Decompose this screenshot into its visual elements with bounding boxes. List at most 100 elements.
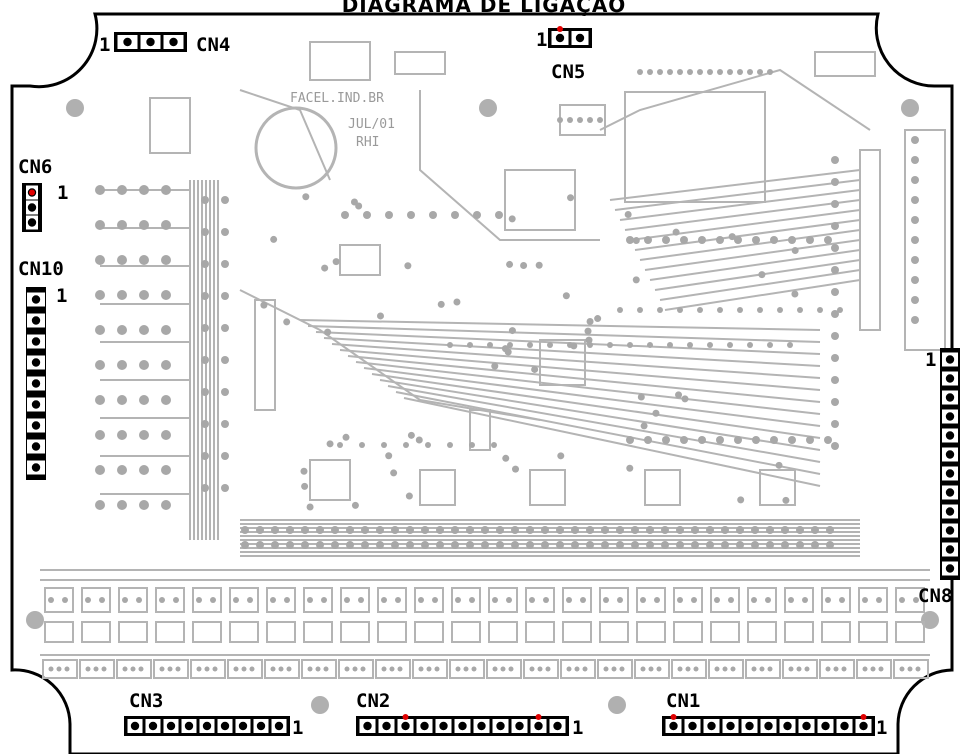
cn10-label: CN10 bbox=[18, 258, 64, 280]
cn1-pin1-label: 1 bbox=[876, 717, 888, 739]
cn1-pin-pad bbox=[707, 721, 716, 731]
cn3-pin-pad bbox=[184, 721, 194, 731]
cn10-pin-pad bbox=[31, 379, 41, 388]
cn10-pin-pad bbox=[31, 421, 41, 430]
cn2-pin-pad bbox=[515, 721, 524, 731]
cn3-pin-pad bbox=[238, 721, 248, 731]
cn3-pin-pad bbox=[256, 721, 266, 731]
cn8-pin-pad bbox=[945, 412, 955, 421]
cn3-pin1-label: 1 bbox=[292, 717, 304, 739]
cn1-pin-pad bbox=[726, 721, 735, 731]
cn5-pin-pad bbox=[555, 33, 565, 43]
cn10-header bbox=[26, 287, 46, 480]
cn8-pin-pad bbox=[945, 545, 955, 554]
cn1-pin-pad bbox=[783, 721, 792, 731]
cn8-pin-pad bbox=[945, 450, 955, 459]
cn4-pin-pad bbox=[169, 37, 178, 47]
cn4-pin-pad bbox=[123, 37, 132, 47]
cn8-label: CN8 bbox=[918, 585, 953, 607]
cn8-pin-pad bbox=[945, 564, 955, 573]
cn8-pin-pad bbox=[945, 374, 955, 383]
cn2-pin-marker bbox=[402, 714, 409, 720]
cn5-pin1-label: 1 bbox=[536, 29, 548, 51]
cn10-pin-pad bbox=[31, 316, 41, 325]
cn3-pin-pad bbox=[166, 721, 176, 731]
cn10-pin-pad bbox=[31, 463, 41, 472]
cn3-pin-pad bbox=[274, 721, 284, 731]
silk-date: JUL/01 bbox=[348, 117, 395, 132]
cn6-header bbox=[22, 183, 42, 232]
cn1-pin-marker bbox=[670, 714, 677, 720]
cn1-pin-marker bbox=[860, 714, 867, 720]
cn2-pin-pad bbox=[553, 721, 562, 731]
cn1-pin-pad bbox=[840, 721, 849, 731]
cn5-pin-marker bbox=[557, 26, 563, 32]
cn2-pin-pad bbox=[420, 721, 429, 731]
cn3-pin-pad bbox=[130, 721, 140, 731]
cn10-pin-pad bbox=[31, 400, 41, 409]
cn6-label: CN6 bbox=[18, 156, 53, 178]
cn2-label: CN2 bbox=[356, 690, 391, 712]
cn8-header bbox=[940, 348, 960, 580]
cn8-body bbox=[940, 348, 960, 580]
cn1-label: CN1 bbox=[666, 690, 701, 712]
cn8-pin-pad bbox=[945, 393, 955, 402]
cn4-pin-pad bbox=[146, 37, 155, 47]
cn1-header bbox=[662, 714, 875, 736]
cn2-pin-pad bbox=[439, 721, 448, 731]
cn2-pin-pad bbox=[382, 721, 391, 731]
cn6-pin1-label: 1 bbox=[57, 182, 69, 204]
cn3-pin-pad bbox=[220, 721, 230, 731]
cn1-pin-pad bbox=[764, 721, 773, 731]
cn3-header bbox=[124, 716, 290, 736]
cn3-pin-pad bbox=[202, 721, 212, 731]
cn1-pin-pad bbox=[859, 721, 868, 731]
cn5-header bbox=[548, 26, 592, 48]
bottom-components bbox=[42, 587, 929, 679]
cn3-pin-pad bbox=[148, 721, 158, 731]
cn6-pin-pad bbox=[27, 203, 37, 212]
silk-author: RHI bbox=[356, 135, 380, 150]
pcb-pads bbox=[48, 69, 921, 672]
cn10-pin-pad bbox=[31, 337, 41, 346]
pcb-traces bbox=[40, 68, 930, 656]
cn2-pin-pad bbox=[496, 721, 505, 731]
cn8-pin-pad bbox=[945, 526, 955, 535]
cn10-pin1-label: 1 bbox=[56, 285, 68, 307]
connectors bbox=[22, 26, 960, 736]
cn1-pin-pad bbox=[802, 721, 811, 731]
cn4-pin1-label: 1 bbox=[99, 34, 111, 56]
cn4-label: CN4 bbox=[196, 34, 231, 56]
cn6-pin-marker bbox=[29, 189, 35, 196]
cn8-pin-pad bbox=[945, 469, 955, 478]
cn10-pin-pad bbox=[31, 442, 41, 451]
cn10-pin-pad bbox=[31, 295, 41, 304]
cn2-pin-marker bbox=[535, 714, 542, 720]
cn2-header bbox=[356, 714, 569, 736]
cn2-pin1-label: 1 bbox=[572, 717, 584, 739]
cn1-pin-pad bbox=[821, 721, 830, 731]
mounting-holes bbox=[26, 99, 939, 714]
cn1-pin-pad bbox=[669, 721, 678, 731]
cn5-label: CN5 bbox=[551, 61, 586, 83]
cn5-pin-pad bbox=[575, 33, 585, 43]
cn2-pin-pad bbox=[458, 721, 467, 731]
cn8-pin-pad bbox=[945, 355, 955, 364]
cn1-pin-pad bbox=[688, 721, 697, 731]
cn8-pin-pad bbox=[945, 431, 955, 440]
cn6-pin-pad bbox=[27, 218, 37, 227]
silk-brand: FACEL.IND.BR bbox=[290, 91, 384, 106]
cn2-pin-pad bbox=[363, 721, 372, 731]
cn2-pin-pad bbox=[534, 721, 543, 731]
cn4-header bbox=[114, 32, 187, 52]
cn10-pin-pad bbox=[31, 358, 41, 367]
cn8-pin-pad bbox=[945, 507, 955, 516]
cn8-pin1-label: 1 bbox=[925, 349, 937, 371]
cn2-pin-pad bbox=[401, 721, 410, 731]
cn8-pin-pad bbox=[945, 488, 955, 497]
cn1-pin-pad bbox=[745, 721, 754, 731]
cn3-label: CN3 bbox=[129, 690, 164, 712]
diagram-title: DIAGRAMA DE LIGAÇÃO bbox=[341, 0, 627, 17]
cn2-pin-pad bbox=[477, 721, 486, 731]
